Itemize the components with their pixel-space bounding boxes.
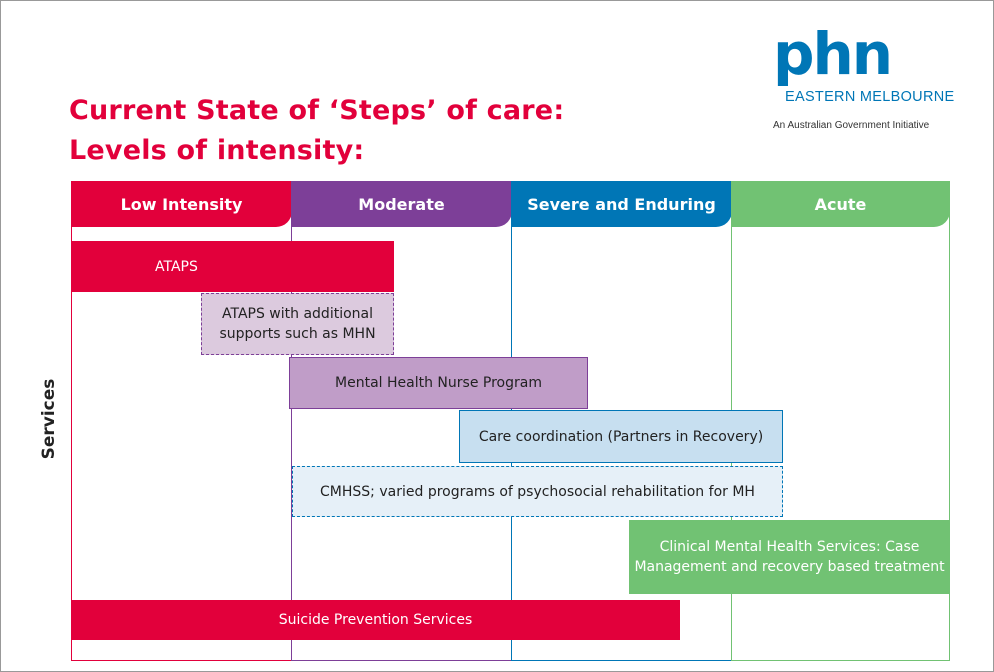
- phn-logo: phn EASTERN MELBOURNE An Australian Gove…: [773, 25, 973, 147]
- service-care-coordination: Care coordination (Partners in Recovery): [459, 410, 783, 463]
- service-clinical-mental-health: Clinical Mental Health Services: Case Ma…: [629, 520, 950, 594]
- service-ataps: ATAPS: [71, 241, 394, 292]
- service-cmhss: CMHSS; varied programs of psychosocial r…: [292, 466, 783, 517]
- header-acute: Acute: [731, 181, 950, 227]
- service-mental-health-nurse-program: Mental Health Nurse Program: [289, 357, 588, 409]
- header-moderate: Moderate: [291, 181, 512, 227]
- slide-title-line-1: Current State of ‘Steps’ of care:: [69, 95, 565, 126]
- service-ataps-additional: ATAPS with additional supports such as M…: [201, 293, 394, 355]
- logo-mark: phn: [773, 20, 893, 88]
- services-axis-label: Services: [39, 378, 59, 460]
- service-suicide-prevention: Suicide Prevention Services: [71, 600, 680, 640]
- logo-subtitle: EASTERN MELBOURNE: [785, 89, 955, 105]
- header-severe-and-enduring: Severe and Enduring: [511, 181, 732, 227]
- logo-tagline: An Australian Government Initiative: [773, 120, 930, 131]
- slide-title-line-2: Levels of intensity:: [69, 135, 365, 166]
- header-low-intensity: Low Intensity: [71, 181, 292, 227]
